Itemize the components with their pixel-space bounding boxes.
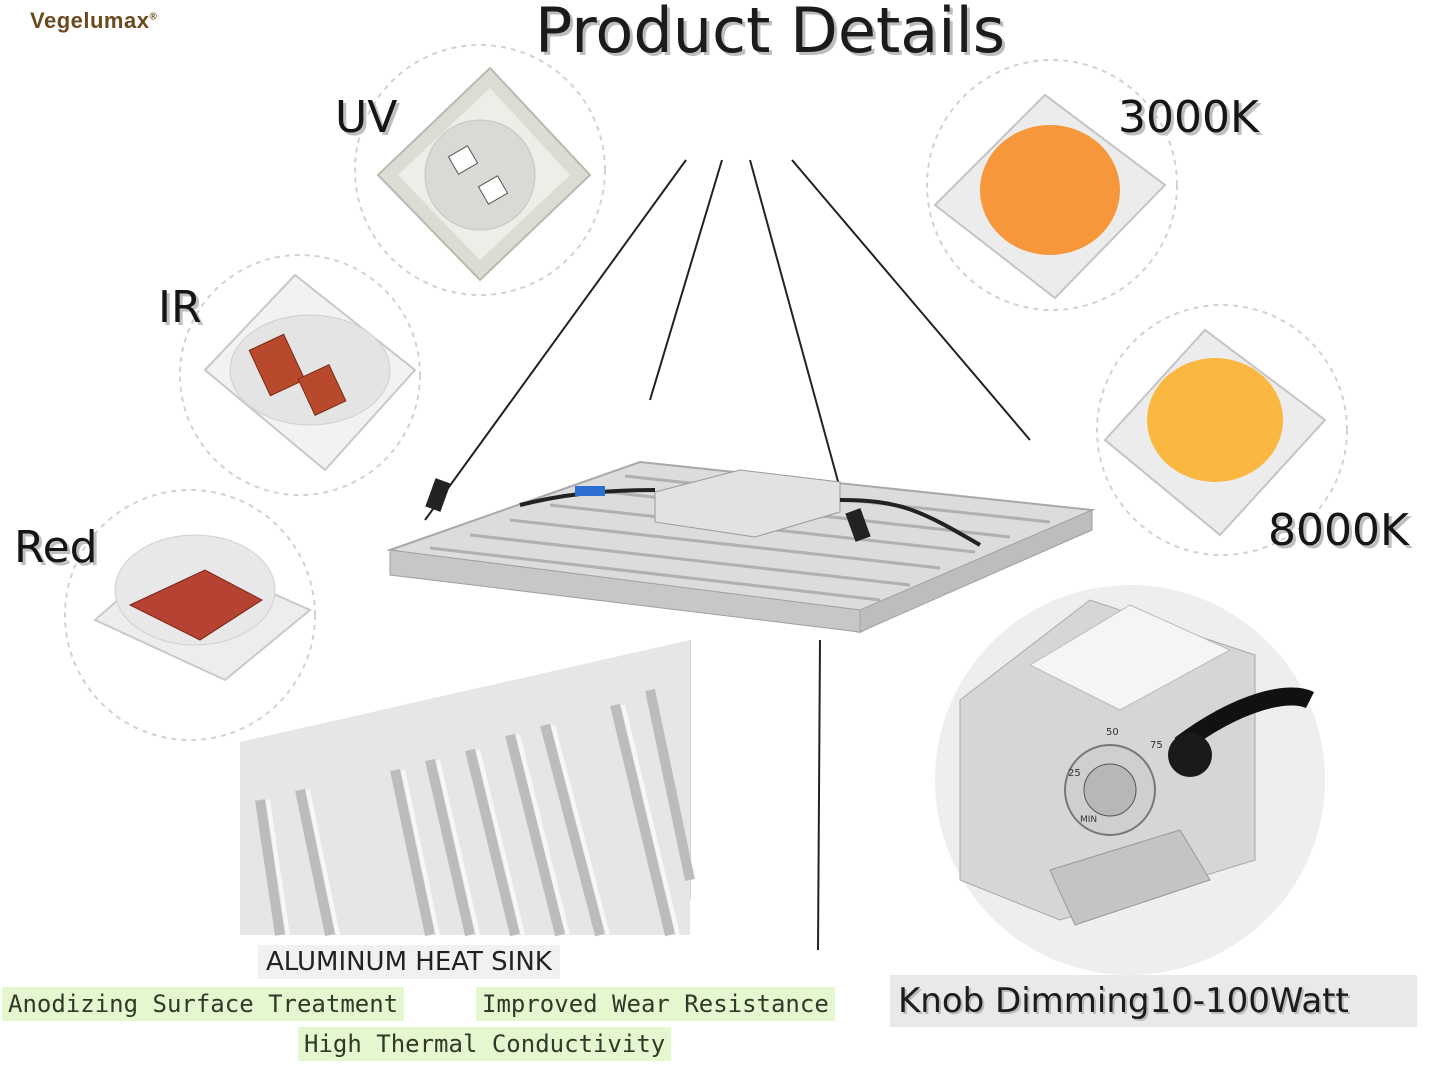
knob-closeup [935, 585, 1325, 975]
red-led [93, 534, 312, 682]
grow-light-panel [386, 460, 1096, 634]
uv-led [376, 66, 592, 282]
brand-name: Vegelumax [30, 8, 150, 33]
warm-led [933, 93, 1167, 300]
uv-label: UV [335, 92, 398, 143]
dial-tick-75: 75 [1150, 740, 1163, 751]
ir-label: IR [158, 282, 202, 333]
brand-logo: Vegelumax® [30, 8, 157, 34]
heat-sink-caption: ALUMINUM HEAT SINK [258, 945, 560, 979]
thermal-caption: High Thermal Conductivity [298, 1027, 672, 1061]
wear-caption: Improved Wear Resistance [476, 987, 835, 1021]
knob-caption: Knob Dimming10-100Watt [890, 975, 1417, 1027]
dial-min-label: MIN [1080, 815, 1098, 825]
warm-label: 3000K [1118, 92, 1259, 143]
heat-sink-closeup [240, 640, 695, 937]
red-label: Red [14, 522, 98, 573]
page-title: Product Details [535, 0, 1006, 67]
dial-tick-50: 50 [1106, 727, 1119, 738]
divider-line [817, 639, 821, 951]
anodizing-caption: Anodizing Surface Treatment [2, 987, 405, 1021]
cool-led [1103, 328, 1327, 537]
cool-label: 8000K [1268, 505, 1409, 556]
red-circle [64, 489, 316, 741]
warm-circle [926, 59, 1178, 311]
ir-circle [179, 254, 421, 496]
dial-tick-25: 25 [1068, 768, 1081, 779]
brand-mark: ® [149, 11, 158, 23]
ir-led [203, 273, 417, 472]
cool-circle [1096, 304, 1348, 556]
uv-circle [354, 44, 606, 296]
